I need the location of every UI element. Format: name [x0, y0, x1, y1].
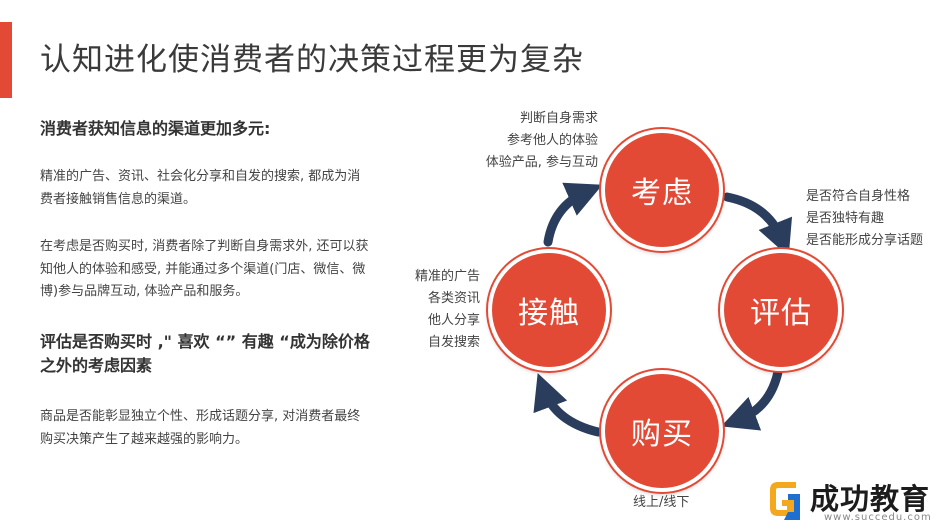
- jiechu-note-item: 他人分享: [427, 313, 480, 328]
- brand-logo-icon: [770, 482, 800, 520]
- evaluation-heading: 评估是否购买时 ," 喜欢 “” 有趣 “成为除价格之外的考虑因素: [40, 332, 370, 375]
- arrow-goumai-to-jiechu: [533, 373, 603, 437]
- pinggu-note-item: 是否能形成分享话题: [806, 233, 924, 248]
- goumai-note: 线上/线下: [633, 495, 690, 510]
- brand-logo: 成功教育 www.succedu.com: [760, 474, 945, 530]
- jiechu-notes: 精准的广告 各类资讯 他人分享 自发搜索: [415, 266, 480, 354]
- page-title: 认知进化使消费者的决策过程更为复杂: [40, 42, 584, 78]
- left-text-column: 消费者获知信息的渠道更加多元: 精准的广告、资讯、社会化分享和自发的搜索, 都成…: [40, 118, 370, 447]
- jiechu-note-item: 精准的广告: [414, 269, 480, 284]
- stage-goumai-circle: 购买: [601, 370, 723, 492]
- pinggu-note-item: 是否符合自身性格: [806, 189, 911, 204]
- brand-logo-url: www.succedu.com: [824, 512, 932, 523]
- arrow-pinggu-to-goumai: [721, 367, 783, 431]
- arrow-jiechu-to-kaolv: [543, 182, 603, 247]
- pinggu-note-item: 是否独特有趣: [806, 211, 885, 226]
- jiechu-note-item: 自发搜索: [427, 335, 480, 350]
- stage-pinggu-circle: 评估: [720, 249, 842, 371]
- channels-heading: 消费者获知信息的渠道更加多元:: [40, 119, 271, 138]
- kaolv-note-item: 体验产品, 参与互动: [485, 155, 598, 170]
- arrow-kaolv-to-pinggu: [722, 192, 793, 257]
- kaolv-note-item: 判断自身需求: [519, 111, 598, 126]
- channels-paragraph: 精准的广告、资讯、社会化分享和自发的搜索, 都成为消费者接触销售信息的渠道。: [40, 169, 361, 207]
- stage-jiechu-circle: 接触: [488, 249, 610, 371]
- jiechu-note-item: 各类资讯: [427, 291, 480, 306]
- kaolv-note-item: 参考他人的体验: [506, 133, 598, 148]
- pinggu-notes: 是否符合自身性格 是否独特有趣 是否能形成分享话题: [806, 186, 923, 252]
- kaolv-notes: 判断自身需求 参考他人的体验 体验产品, 参与互动: [486, 108, 598, 174]
- brand-logo-name: 成功教育: [810, 482, 931, 516]
- evaluation-paragraph: 商品是否能彰显独立个性、形成话题分享, 对消费者最终购买决策产生了越来越强的影响…: [40, 409, 361, 447]
- consideration-paragraph: 在考虑是否购买时, 消费者除了判断自身需求外, 还可以获知他人的体验和感受, 并…: [40, 239, 369, 299]
- accent-bar: [0, 22, 12, 98]
- stage-kaolv-circle: 考虑: [601, 129, 723, 251]
